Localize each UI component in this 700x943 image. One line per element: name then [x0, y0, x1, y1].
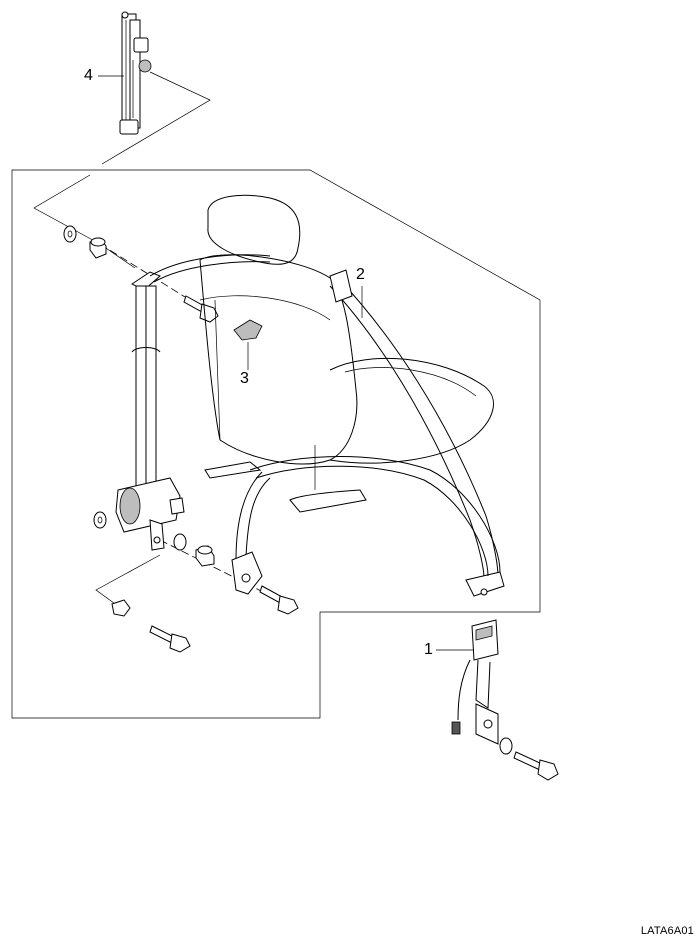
outer-anchor-bolt	[259, 585, 299, 615]
lower-left-bolt	[111, 599, 191, 653]
part-3-cap	[233, 319, 263, 341]
callout-3: 3	[240, 370, 249, 387]
part-4-height-adjuster	[119, 11, 152, 135]
upper-anchor-hardware	[63, 225, 107, 259]
callout-2: 2	[356, 266, 365, 283]
lower-anchor-hardware	[93, 511, 215, 567]
document-code: LATA6A01	[640, 925, 694, 937]
part-1-seat-belt-buckle	[451, 619, 559, 781]
part-2-seat-belt-webbing	[231, 269, 505, 597]
callout-4: 4	[84, 67, 93, 84]
callout-1: 1	[424, 641, 433, 658]
seat-outline	[199, 194, 494, 513]
assembly-boundary	[11, 169, 541, 719]
part-2-seat-belt-retractor	[115, 254, 271, 551]
